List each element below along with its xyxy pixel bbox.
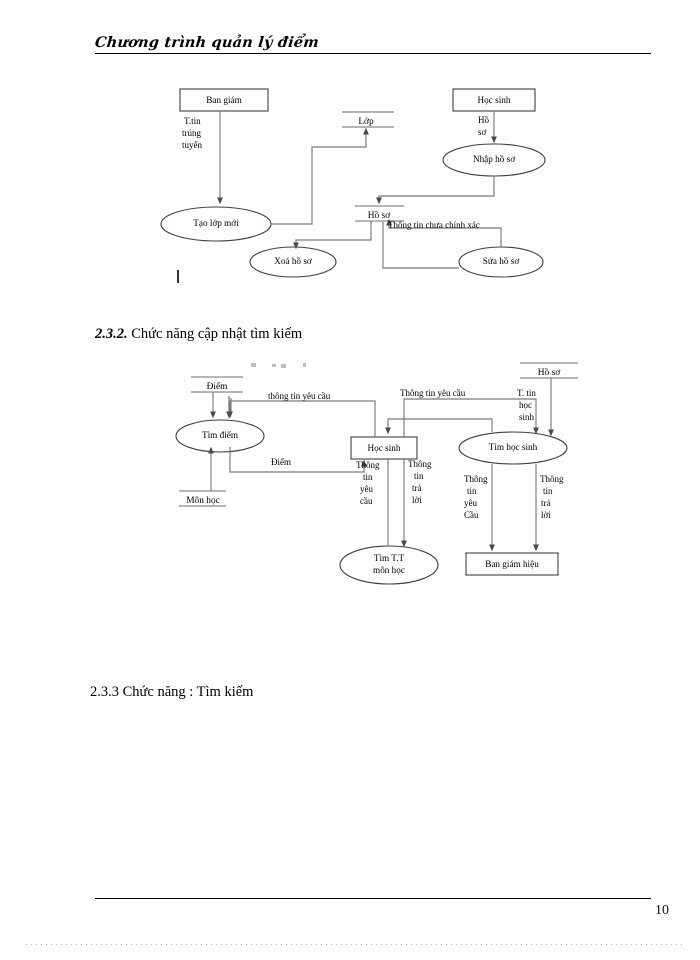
flow-hs-res-line2: tin [414, 471, 424, 481]
diagram-tim-kiem: Điểm Hồ sơ Môn học Tìm điểm Học sinh Tìm… [0, 355, 700, 605]
node-ban-giam: Ban giám [206, 95, 241, 105]
footer-rule [95, 898, 651, 899]
flow-hs-res-line1: Thông [408, 459, 432, 469]
node-tim-tt-mon-hoc-line2: môn học [373, 565, 405, 575]
flow-bg-res-line2: tin [543, 486, 553, 496]
header-rule [95, 53, 651, 54]
heading-2-3-2-number: 2.3.2. [95, 326, 128, 342]
node-tim-diem: Tìm điểm [202, 430, 238, 440]
node-ban-giam-hieu: Ban giám hiệu [485, 559, 539, 569]
flow-bg-req-line2: tin [467, 486, 477, 496]
node-nhap-ho-so: Nhập hồ sơ [473, 154, 515, 164]
node-hoc-sinh-d1: Học sinh [478, 95, 511, 105]
flow-ttin-hoc-sinh-line2: học [519, 400, 532, 410]
store-ho-so-d2: Hồ sơ [538, 367, 561, 378]
text-cursor-artifact [177, 270, 179, 283]
flow-bg-res-line4: lời [541, 510, 551, 520]
flow-bg-req-line1: Thông [464, 474, 488, 484]
node-sua-ho-so: Sửa hồ sơ [483, 256, 520, 266]
page-number: 10 [655, 903, 669, 918]
node-xoa-ho-so: Xoá hồ sơ [274, 256, 312, 266]
store-diem: Điểm [207, 381, 229, 392]
store-lop: Lớp [358, 117, 374, 127]
heading-2-3-3: 2.3.3 Chức năng : Tìm kiếm [90, 684, 253, 701]
bottom-dotted-rule [26, 944, 686, 945]
flow-bg-res-line1: Thông [540, 474, 564, 484]
flow-ho-so-line2: sơ [478, 127, 487, 137]
flow-hs-res-line3: trả [412, 483, 422, 493]
flow-hs-res-line4: lời [412, 495, 422, 505]
flow-hs-req-line2: tin [363, 472, 373, 482]
flow-hs-req-line3: yêu [360, 484, 373, 494]
flow-ttin-trung-tuyen-line2: trúng [182, 128, 201, 138]
store-mon-hoc: Môn học [186, 496, 220, 506]
node-tim-tt-mon-hoc-line1: Tìm T.T [374, 553, 405, 563]
heading-2-3-2-text: Chức năng cập nhật tìm kiếm [127, 326, 303, 342]
flow-ttin-hoc-sinh-line1: T. tin [517, 388, 536, 398]
heading-2-3-2: 2.3.2. Chức năng cập nhật tìm kiếm [95, 326, 302, 343]
flow-hs-req-line1: Thông [356, 460, 380, 470]
heading-2-3-3-text: Chức năng : Tìm kiếm [119, 684, 254, 700]
node-hoc-sinh-d2: Học sinh [368, 443, 401, 453]
flow-bg-res-line3: trả [541, 498, 551, 508]
flow-bg-req-line3: yêu [464, 498, 477, 508]
flow-thong-tin-yeu-cau-lower: thông tin yêu cầu [268, 391, 331, 401]
flow-ttin-trung-tuyen-line1: T.tin [184, 116, 201, 126]
store-ho-so-d1: Hồ sơ [368, 210, 391, 221]
flow-ho-so-line1: Hồ [478, 115, 489, 125]
scan-artifact [251, 363, 306, 368]
flow-ttin-hoc-sinh-line3: sinh [519, 412, 535, 422]
flow-bg-req-line4: Cầu [464, 510, 479, 520]
flow-diem: Điểm [271, 457, 291, 467]
diagram-cap-nhat-ho-so: Ban giám Học sinh Lớp Hồ sơ Tạo lớp mới … [0, 0, 700, 300]
flow-thong-tin-yeu-cau-upper: Thông tin yêu cầu [400, 388, 466, 398]
flow-hs-req-line4: cầu [360, 496, 373, 506]
heading-2-3-3-number: 2.3.3 [90, 684, 119, 700]
node-tim-hoc-sinh: Tìm học sinh [489, 442, 538, 452]
node-tao-lop-moi: Tạo lớp mới [193, 218, 239, 228]
flow-thong-tin-chua-chinh-xac: Thông tin chưa chính xác [388, 220, 480, 230]
flow-ttin-trung-tuyen-line3: tuyển [182, 140, 202, 150]
